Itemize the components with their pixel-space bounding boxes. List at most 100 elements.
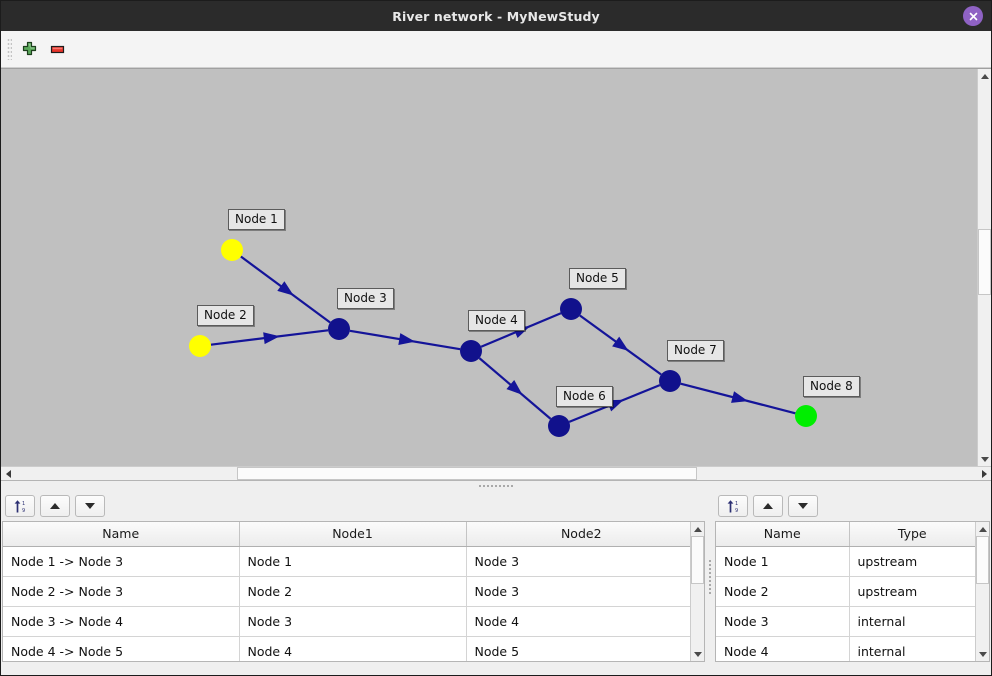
graph-vertical-scrollbar[interactable]: [977, 69, 991, 466]
branch-cell[interactable]: Node 4 -> Node 5: [3, 636, 240, 661]
graph-vscroll-track-bottom[interactable]: [978, 295, 991, 452]
move-branch-up-button[interactable]: [40, 495, 70, 517]
graph-hscroll-thumb[interactable]: [237, 467, 697, 480]
node-column-header-type[interactable]: Type: [849, 522, 975, 547]
svg-text:1: 1: [735, 501, 738, 507]
node-scroll-down-button[interactable]: [976, 647, 989, 661]
node-cell[interactable]: internal: [849, 606, 975, 637]
horizontal-splitter[interactable]: [1, 481, 991, 491]
sort-nodes-button[interactable]: 1 9: [718, 495, 748, 517]
close-icon[interactable]: [963, 6, 983, 26]
node-cell[interactable]: Node 2: [716, 576, 850, 607]
branch-cell[interactable]: Node 1: [239, 546, 467, 577]
branch-cell[interactable]: Node 4: [239, 636, 467, 661]
node-cell[interactable]: upstream: [849, 576, 975, 607]
graph-node-label-node-2: Node 2: [197, 305, 254, 326]
move-node-down-button[interactable]: [788, 495, 818, 517]
graph-hscroll-track-right[interactable]: [697, 467, 977, 480]
branch-column-header-node2[interactable]: Node2: [466, 522, 690, 547]
vertical-splitter[interactable]: [706, 491, 714, 663]
graph-scroll-up-button[interactable]: [978, 69, 991, 83]
branch-cell[interactable]: Node 3: [466, 576, 690, 607]
graph-horizontal-scrollbar[interactable]: [1, 466, 991, 481]
node-column-header-name[interactable]: Name: [716, 522, 850, 547]
move-branch-down-button[interactable]: [75, 495, 105, 517]
node-scroll-up-button[interactable]: [976, 522, 989, 536]
branch-table-vertical-scrollbar[interactable]: [690, 522, 704, 661]
graph-vscroll-track-top[interactable]: [978, 83, 991, 229]
triangle-up-icon: [50, 503, 60, 509]
window-title: River network - MyNewStudy: [392, 8, 600, 24]
node-vscroll-thumb[interactable]: [976, 536, 989, 584]
branch-cell[interactable]: Node 1 -> Node 3: [3, 546, 240, 577]
branch-cell[interactable]: Node 4: [466, 606, 690, 637]
graph-edge-arrowhead: [277, 281, 294, 296]
svg-text:9: 9: [22, 508, 25, 514]
node-vscroll-track[interactable]: [976, 584, 989, 647]
branch-column-header-node1[interactable]: Node1: [239, 522, 467, 547]
toolbar-drag-handle[interactable]: [7, 38, 12, 60]
triangle-down-icon: [798, 503, 808, 509]
graph-node-node-3[interactable]: [328, 318, 350, 340]
add-node-button[interactable]: [15, 35, 43, 63]
graph-node-node-6[interactable]: [548, 415, 570, 437]
graph-node-label-node-5: Node 5: [569, 268, 626, 289]
graph-node-node-5[interactable]: [560, 298, 582, 320]
graph-node-node-4[interactable]: [460, 340, 482, 362]
graph-nodes[interactable]: [189, 239, 817, 437]
branch-cell[interactable]: Node 5: [466, 636, 690, 661]
graph-node-node-7[interactable]: [659, 370, 681, 392]
triangle-down-icon: [85, 503, 95, 509]
node-cell[interactable]: upstream: [849, 546, 975, 577]
node-table-vertical-scrollbar[interactable]: [975, 522, 989, 661]
graph-node-label-node-7: Node 7: [667, 340, 724, 361]
graph-node-node-8[interactable]: [795, 405, 817, 427]
branch-cell[interactable]: Node 3: [466, 546, 690, 577]
node-cell[interactable]: Node 3: [716, 606, 850, 637]
move-node-up-button[interactable]: [753, 495, 783, 517]
graph-scroll-down-button[interactable]: [978, 452, 991, 466]
status-bar: [1, 663, 991, 675]
graph-scroll-right-button[interactable]: [977, 467, 991, 480]
node-cell[interactable]: Node 1: [716, 546, 850, 577]
branch-cell[interactable]: Node 2: [239, 576, 467, 607]
node-cell[interactable]: internal: [849, 636, 975, 661]
graph-scroll-left-button[interactable]: [1, 467, 15, 480]
graph-node-label-node-4: Node 4: [468, 310, 525, 331]
delete-node-button[interactable]: [43, 35, 71, 63]
branch-vscroll-thumb[interactable]: [691, 536, 704, 584]
graph-node-node-1[interactable]: [221, 239, 243, 261]
graph-canvas[interactable]: [1, 69, 978, 466]
branch-scroll-down-button[interactable]: [691, 647, 704, 661]
branch-scroll-up-button[interactable]: [691, 522, 704, 536]
branch-cell[interactable]: Node 2 -> Node 3: [3, 576, 240, 607]
graph-node-label-node-8: Node 8: [803, 376, 860, 397]
graph-vscroll-thumb[interactable]: [978, 229, 991, 295]
graph-edge-arrowhead: [612, 336, 629, 351]
branch-vscroll-track[interactable]: [691, 584, 704, 647]
graph-hscroll-track-left[interactable]: [15, 467, 237, 480]
sort-branches-button[interactable]: 1 9: [5, 495, 35, 517]
graph-node-node-2[interactable]: [189, 335, 211, 357]
branch-column-header-name[interactable]: Name: [3, 522, 240, 547]
branch-cell[interactable]: Node 3 -> Node 4: [3, 606, 240, 637]
node-cell[interactable]: Node 4: [716, 636, 850, 661]
branch-cell[interactable]: Node 3: [239, 606, 467, 637]
